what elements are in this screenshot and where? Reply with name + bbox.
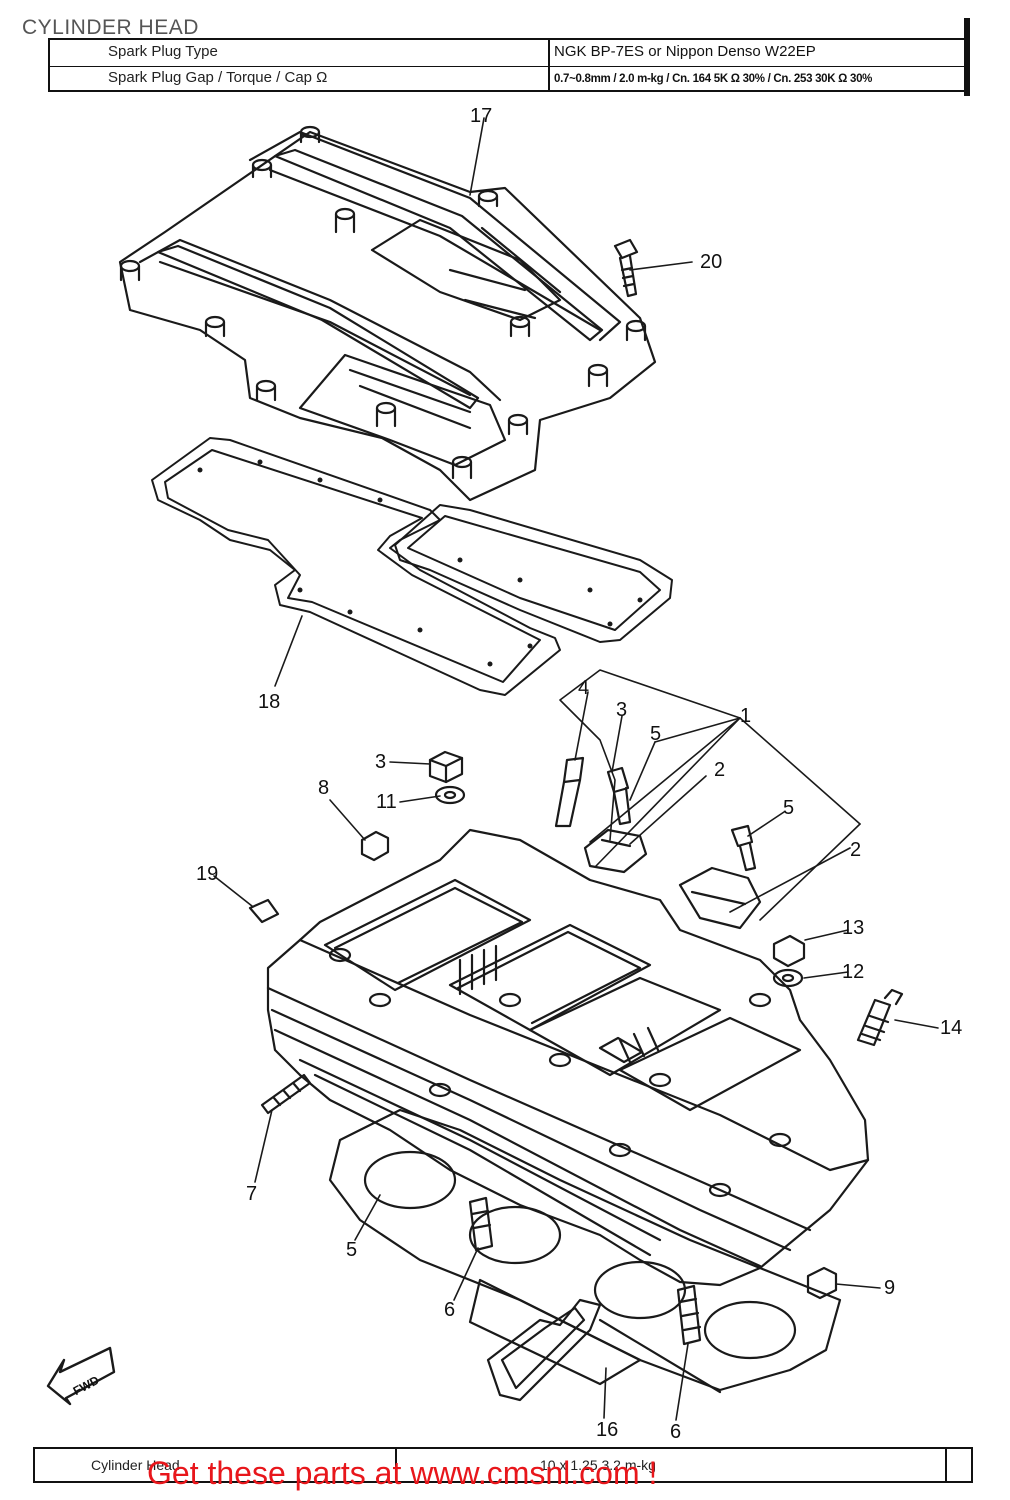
callout-2a: 2 xyxy=(714,759,725,781)
washer-2 xyxy=(772,968,804,988)
callout-6a: 6 xyxy=(444,1299,455,1321)
callout-1: 1 xyxy=(740,705,751,727)
footer-label: Cylinder Head xyxy=(91,1457,180,1473)
callout-5c: 5 xyxy=(346,1239,357,1261)
fwd-arrow xyxy=(46,1346,116,1406)
callout-5b: 5 xyxy=(783,797,794,819)
spec-row-plug-type: Spark Plug Type NGK BP-7ES or Nippon Den… xyxy=(50,40,968,67)
spec-row-plug-gap: Spark Plug Gap / Torque / Cap Ω 0.7~0.8m… xyxy=(50,66,968,92)
spec-value: NGK BP-7ES or Nippon Denso W22EP xyxy=(554,43,816,60)
footer-table: Cylinder Head 10 x 1.25 3.2 m-kg xyxy=(33,1447,973,1483)
manifold-gasket xyxy=(486,1298,602,1402)
spec-table: Spark Plug Type NGK BP-7ES or Nippon Den… xyxy=(48,38,970,92)
callout-8: 8 xyxy=(318,777,329,799)
callout-9: 9 xyxy=(884,1277,895,1299)
spec-label: Spark Plug Gap / Torque / Cap Ω xyxy=(108,69,328,86)
callout-3: 3 xyxy=(375,751,386,773)
washer xyxy=(434,785,466,805)
callout-17: 17 xyxy=(470,105,492,127)
footer-divider xyxy=(945,1449,947,1481)
plug xyxy=(360,830,390,862)
callout-5a: 5 xyxy=(650,723,661,745)
callout-4: 4 xyxy=(578,677,589,699)
cover-bolt xyxy=(613,238,639,298)
stud-bolt xyxy=(606,766,632,826)
callout-12: 12 xyxy=(842,961,864,983)
head-gasket xyxy=(328,1108,842,1394)
cylinder-head xyxy=(266,828,870,1287)
footer-spec: 10 x 1.25 3.2 m-kg xyxy=(540,1457,656,1473)
callout-16: 16 xyxy=(596,1419,618,1441)
cam-cap-1 xyxy=(583,828,648,874)
edge-bar xyxy=(964,18,970,96)
plug-9 xyxy=(806,1266,838,1300)
spark-plug xyxy=(856,988,904,1047)
promo-link[interactable]: Get these parts at www.cmsnl.com ! xyxy=(147,1455,658,1491)
spec-label: Spark Plug Type xyxy=(108,43,218,60)
spec-divider xyxy=(548,40,550,90)
callout-20: 20 xyxy=(700,251,722,273)
callout-labels: 17 20 18 4 3 5 1 2 5 2 3 11 8 19 13 12 1… xyxy=(71,105,963,1443)
stud-6a xyxy=(468,1196,494,1252)
leader-lines xyxy=(213,117,939,1421)
callout-13: 13 xyxy=(842,917,864,939)
callout-2b: 2 xyxy=(850,839,861,861)
spec-value: 0.7~0.8mm / 2.0 m-kg / Cn. 164 5K Ω 30% … xyxy=(554,73,873,85)
footer-divider xyxy=(395,1449,397,1481)
dowel-pin xyxy=(554,756,585,828)
cam-cap-2 xyxy=(678,866,762,930)
callout-19: 19 xyxy=(196,863,218,885)
cap-nut xyxy=(428,750,464,784)
cover-gasket xyxy=(151,437,673,696)
grommet xyxy=(248,898,280,924)
page-title: CYLINDER HEAD xyxy=(22,16,199,39)
callout-14: 14 xyxy=(940,1017,962,1039)
stud-6b xyxy=(676,1284,702,1346)
callout-7: 7 xyxy=(246,1183,257,1205)
fwd-label: FWD xyxy=(71,1373,102,1398)
callout-3b: 3 xyxy=(616,699,627,721)
callout-18: 18 xyxy=(258,691,280,713)
bolt-right xyxy=(730,824,757,872)
valve-cover xyxy=(118,125,657,502)
acorn-nut xyxy=(772,934,806,968)
callout-11: 11 xyxy=(376,791,397,813)
callout-6b: 6 xyxy=(670,1421,681,1443)
stud-7 xyxy=(260,1073,312,1115)
